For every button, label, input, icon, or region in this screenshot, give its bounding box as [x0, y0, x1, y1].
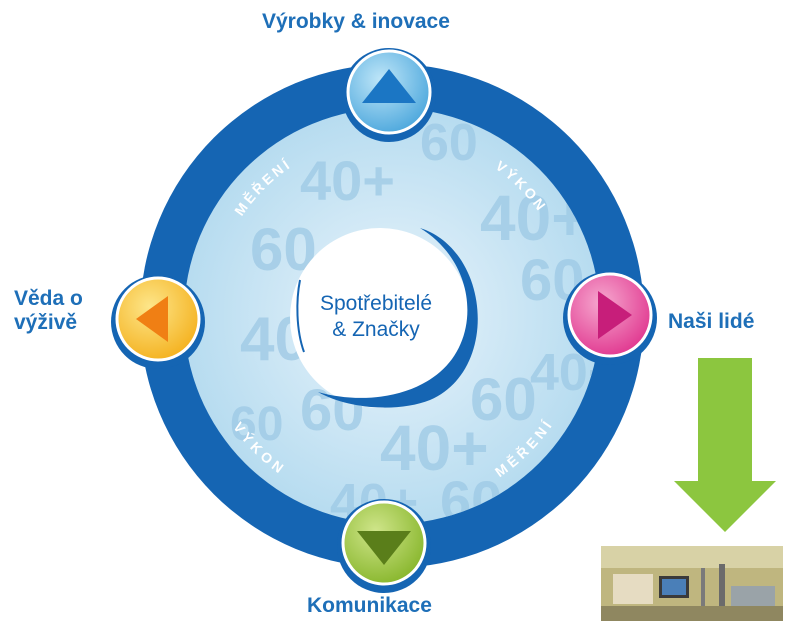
background-number: 60 — [420, 114, 478, 172]
triangle-right-icon — [598, 291, 632, 339]
node-right-label: Naši lidé — [668, 310, 755, 333]
node-left-label-line1: Věda o — [14, 287, 83, 310]
node-top-label: Výrobky & inovace — [262, 10, 450, 33]
node-bottom[interactable] — [337, 499, 431, 593]
node-right[interactable] — [563, 271, 657, 365]
center-title-line1: Spotřebitelé — [320, 292, 432, 315]
background-number: 40+ — [380, 412, 489, 484]
node-bottom-label: Komunikace — [307, 594, 432, 617]
arrow-down-icon — [674, 358, 776, 532]
center-swoosh-thin — [296, 279, 305, 353]
triangle-left-icon — [136, 296, 168, 342]
center-disc — [290, 228, 470, 408]
node-left-label: Věda o výživě — [14, 287, 83, 335]
background-number: 60 — [470, 366, 537, 433]
triangle-down-icon — [357, 531, 411, 565]
node-left-label-line2: výživě — [14, 311, 78, 334]
photo-thumbnail — [601, 546, 783, 621]
triangle-up-icon — [362, 69, 416, 103]
node-left[interactable] — [111, 275, 205, 369]
center-title-line2: & Značky — [332, 318, 420, 341]
background-number: 60 — [230, 398, 283, 451]
node-top[interactable] — [342, 48, 436, 142]
background-number: 40+ — [300, 149, 395, 212]
